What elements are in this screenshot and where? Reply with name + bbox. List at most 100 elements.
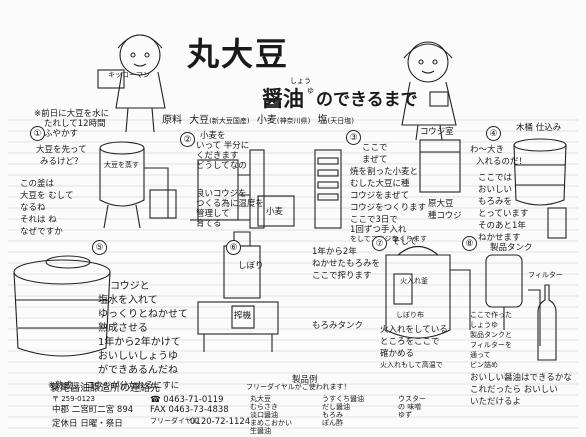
freedial-number: 0120-72-1124 xyxy=(190,417,251,427)
bottle-note-2: しょうゆ xyxy=(470,321,498,329)
step-4-number: ④ xyxy=(486,126,501,141)
step-8-number: ⑧ xyxy=(462,236,477,251)
mixing-note-2: つくる為に温度を xyxy=(196,199,264,209)
fax: FAX 0463-73-4838 xyxy=(150,405,229,415)
page-title: 丸大豆 xyxy=(187,35,290,73)
boiler-note-5: なぜですか xyxy=(20,227,63,237)
kettle-label: 火入れ釜 xyxy=(400,277,428,285)
step-2-text-3: くだきます xyxy=(196,151,239,161)
ingredient-soy-origin: (新大豆国産) xyxy=(209,117,250,125)
step-2-text-4: どうしてなの xyxy=(196,161,247,171)
mixing-note-1: 良いコウジを xyxy=(196,189,247,199)
step-5-text-5: 1年から2年かけて xyxy=(98,337,181,348)
step-5-number: ⑤ xyxy=(92,240,107,255)
step-6-number: ⑥ xyxy=(226,240,241,255)
tel: ☎ 0463-71-0119 xyxy=(150,395,224,405)
step-5-text-6: おいしいしょうゆ xyxy=(98,351,178,362)
product-col2-3: ぽん酢 xyxy=(322,419,343,427)
step-3-text-2: まぜて xyxy=(362,155,388,165)
step-5-text-2: 塩水を入れて xyxy=(98,295,158,306)
step-1-number: ① xyxy=(30,126,45,141)
step-4-text-2: 入れるのだ！ xyxy=(476,157,528,167)
barrel-note-1: ここでは xyxy=(478,173,513,183)
step-3-text-6: コウジをつくります xyxy=(350,203,427,213)
step-2-text-2: いって 半分に xyxy=(196,141,250,151)
pasteurize-note-1: 火入れをしている xyxy=(380,325,448,335)
step-6-text-3: ここで搾ります xyxy=(312,271,372,281)
pasteurizing-kettle-icon xyxy=(385,245,471,339)
step-5-text-3: ゆっくりとねかせて xyxy=(98,309,188,320)
product-col1-3: まめこおかい xyxy=(250,419,292,427)
wheat-bag-label: 小麦 xyxy=(266,207,284,217)
soy-sauce-bottle-icon xyxy=(537,284,557,361)
room-note-2: 1回ずつ手入れ xyxy=(350,225,407,235)
products-lead: フリーダイヤルがご使われます！ xyxy=(246,383,351,391)
maturation-hint: ※熟成 … コウジが分かれるにすに xyxy=(48,381,180,391)
step-1-text-1: 大豆を先って xyxy=(36,145,87,155)
step-3-text-1: ここで xyxy=(362,143,388,153)
address: 中郡 二宮町二宮 894 xyxy=(52,405,134,415)
steamer-label: 大豆を蒸す xyxy=(104,161,139,169)
fermentation-barrels-icon xyxy=(13,255,111,357)
cloth-label: しぼり布 xyxy=(396,311,424,319)
product-col1-1: むらさき xyxy=(250,403,278,411)
koji-label-2: 種コウジ xyxy=(428,211,462,221)
pasteurize-note-3: 確かめる xyxy=(380,349,415,359)
postal-code: 〒 259-0123 xyxy=(52,395,95,403)
step-7-text-1: そして xyxy=(392,237,418,247)
top-note-line-1: ※前日に大豆を水に xyxy=(34,109,110,119)
barrel-note-2: おいしい xyxy=(478,185,513,195)
subtitle-ruby-2: ゆ xyxy=(307,87,314,95)
step-8-text-1: 製品タンク xyxy=(490,243,533,253)
final-note-3: いただけるよ xyxy=(470,397,522,407)
press-label: 搾機 xyxy=(234,311,252,321)
boy-mascot-icon xyxy=(97,34,166,133)
step-7-number: ⑦ xyxy=(372,236,387,251)
step-5-text-4: 熟成させる xyxy=(98,323,148,334)
filter-label: フィルター xyxy=(528,271,563,279)
room-note-4: つくります xyxy=(392,235,427,243)
ingredient-wheat: 小麦 xyxy=(256,115,277,126)
girl-mascot-icon xyxy=(401,41,457,141)
kettle-note: 火入れもして高温で xyxy=(380,361,443,369)
ingredient-salt-origin: (天日塩) xyxy=(327,117,354,125)
koji-label-1: 原大豆 xyxy=(428,199,454,209)
step-1-text-2: みるけど？ xyxy=(40,157,83,167)
wheat-roaster-icon xyxy=(190,149,295,229)
boiler-note-3: なるね xyxy=(20,203,46,213)
bottle-note-3: 製品タンクと xyxy=(470,331,512,339)
step-5-text-7: ができあるんだね xyxy=(98,365,178,376)
ingredients-line: 原料 大豆(新大豆国産) 小麦(神奈川県) 塩(天日塩) xyxy=(162,115,354,127)
holiday: 定休日 日曜・祭日 xyxy=(52,419,123,429)
step-3-text-4: むした大豆に種 xyxy=(350,179,410,189)
moromi-tank-label: もろみタンク xyxy=(312,321,364,331)
barrel-note-3: もろみを xyxy=(478,197,513,207)
subtitle-shoyu: 醤油 xyxy=(262,86,304,111)
barrel-sign: 木桶 仕込み xyxy=(516,123,562,133)
koji-room-label: コウジ室 xyxy=(420,127,454,137)
steamer-tank-icon xyxy=(99,141,177,229)
final-note-1: おいしい醤油はできるかな xyxy=(470,373,572,383)
product-col3-1: の 味噌 xyxy=(398,403,422,411)
bottle-note-5: 通って xyxy=(470,351,491,359)
mixing-note-3: 管理して xyxy=(196,209,230,219)
press-machine-icon xyxy=(197,231,279,352)
ingredient-salt: 塩 xyxy=(317,115,328,126)
product-col1-0: 丸大豆 xyxy=(250,395,271,403)
product-col2-0: うすくち醤油 xyxy=(322,395,364,403)
bottle-note-1: ここで作った xyxy=(470,311,512,319)
product-col1-4: 生醤油 xyxy=(250,427,271,435)
ingredients-label: 原料 xyxy=(162,115,182,126)
wooden-barrel-icon xyxy=(513,138,567,239)
mascot-sign: キッコーマン xyxy=(108,71,150,79)
bottle-note-6: ビン詰め xyxy=(470,361,498,369)
subtitle-ruby-1: しょう xyxy=(290,77,311,85)
boiler-note-1: この釜は xyxy=(20,179,55,189)
press-sign: しぼり xyxy=(238,261,264,271)
step-6-text-2: ねかせたもろみを xyxy=(312,259,381,269)
subtitle-rest: のできるまで xyxy=(316,90,418,110)
company-name: 蓑尾醤油醸造所の連絡先 xyxy=(50,383,160,394)
product-col3-2: ゆず xyxy=(398,411,412,419)
